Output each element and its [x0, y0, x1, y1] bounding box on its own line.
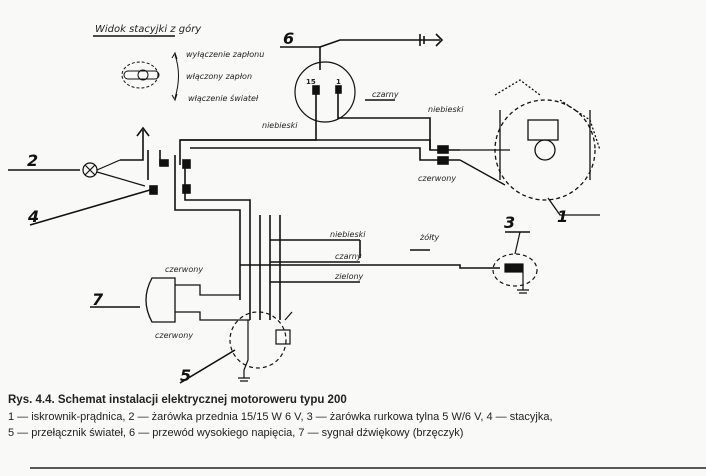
view-title: Widok stacyjki z góry: [95, 23, 202, 35]
caption-legend-line-2: 5 — przełącznik świateł, 6 — przewód wys…: [8, 427, 464, 439]
wire-label-zolty: żółty: [419, 232, 440, 242]
label-6: 6: [283, 29, 294, 48]
wire-label-czerwony-right: czerwony: [418, 174, 456, 183]
wire-label-zielony: zielony: [334, 272, 364, 281]
wire-label-czerwony-buzzer-2: czerwony: [155, 331, 193, 340]
buzzer-icon: [145, 277, 250, 323]
label-2: 2: [27, 151, 38, 170]
wire-label-niebieski-right: niebieski: [428, 105, 464, 114]
caption-title: Rys. 4.4. Schemat instalacji elektryczne…: [8, 394, 347, 406]
wire-yellow: [240, 240, 500, 269]
key-position-ignition: włączony zapłon: [186, 72, 252, 81]
light-switch: [229, 311, 293, 382]
wire-label-niebieski-mid: niebieski: [330, 230, 366, 239]
label-5: 5: [180, 366, 191, 385]
caption-legend-line-1: 1 — iskrownik-prądnica, 2 — żarówka prze…: [8, 411, 553, 423]
key-position-off: wyłączenie zapłonu: [186, 50, 264, 59]
wire-black-top: [337, 93, 431, 150]
key-position-lights: włączenie świateł: [188, 93, 259, 103]
spark-plug-icon: [419, 33, 444, 47]
ignition-switch: [294, 61, 356, 123]
wire-label-czarny-top: czarny: [372, 90, 399, 99]
wire-label-czarny-mid: czarny: [335, 252, 362, 261]
label-3: 3: [504, 213, 515, 232]
magneto-generator: [459, 79, 601, 216]
wire-label-czerwony-buzzer-1: czerwony: [165, 265, 203, 274]
label-7: 7: [92, 290, 104, 309]
terminal-1: 1: [336, 78, 341, 86]
front-lamp-icon: [82, 159, 146, 187]
wire-label-niebieski-left: niebieski: [262, 121, 298, 130]
tail-lamp-icon: [492, 231, 538, 294]
label-4: 4: [27, 207, 39, 226]
hv-wire: [319, 39, 420, 70]
terminal-15: 15: [306, 78, 316, 86]
ground-arrow-icon: [136, 126, 150, 137]
label-1: 1: [557, 207, 568, 226]
ignition-key-icon: [121, 51, 179, 102]
